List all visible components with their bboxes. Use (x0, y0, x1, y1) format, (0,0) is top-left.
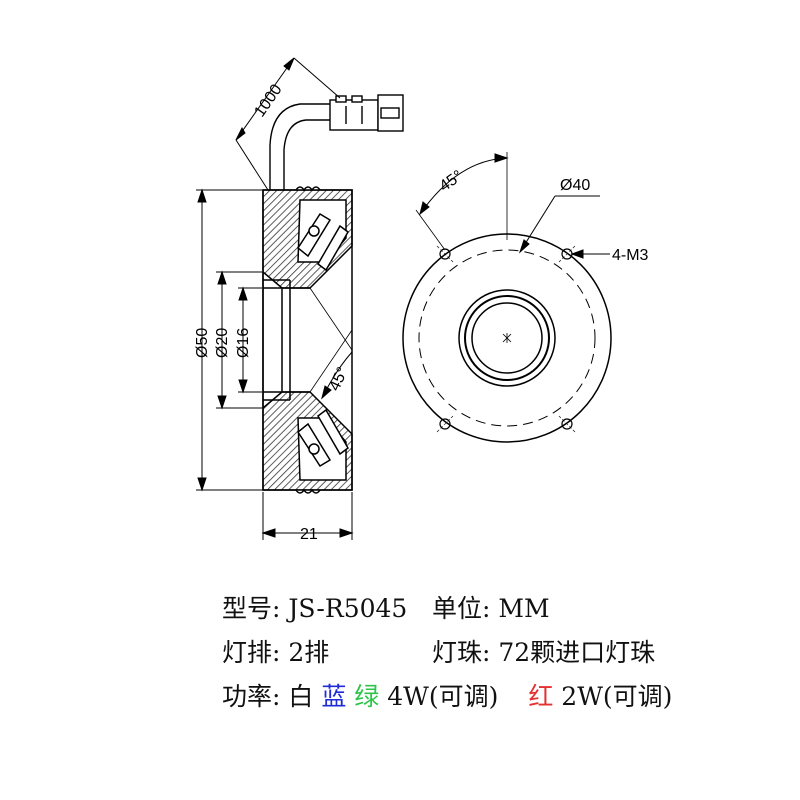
spec-power-green: 绿 (354, 682, 380, 711)
led-slot-bottom (297, 408, 349, 468)
dim-cable-length (235, 57, 341, 191)
spec-power-prefix: 功率: 白 (222, 682, 314, 711)
bore-inner (471, 302, 543, 374)
dim-front-angle (415, 152, 509, 251)
spec-power-red: 红 (528, 682, 554, 711)
spec-rows: 灯排: 2排 (222, 638, 330, 667)
spec-power-mid: 4W(可调) (387, 682, 499, 711)
dim-inner-diameter-20 (216, 270, 262, 410)
dim-holes (570, 249, 610, 259)
front-view (402, 233, 612, 443)
spec-row-1: 型号: JS-R5045 单位: MM (222, 596, 550, 621)
spec-row-2: 灯排: 2排 灯珠: 72颗进口灯珠 (222, 640, 655, 665)
dim-outer-diameter (196, 188, 262, 492)
cable (269, 103, 330, 190)
dim-bolt-circle (518, 195, 600, 254)
bolt-circle (418, 249, 596, 427)
dim-outer-diameter-label: Ø50 (194, 328, 211, 358)
spec-unit: 单位: MM (432, 594, 550, 623)
spec-row-3: 功率: 白 蓝 绿 4W(可调) 红 2W(可调) (222, 684, 672, 709)
side-section-view (262, 186, 353, 494)
spec-power-blue: 蓝 (321, 682, 347, 711)
spec-leds: 灯珠: 72颗进口灯珠 (432, 638, 656, 667)
dim-holes-label: 4-M3 (612, 247, 649, 264)
dim-side-angle-label: 45° (326, 365, 352, 394)
dim-width (261, 492, 354, 540)
bore-ring (464, 295, 550, 381)
dim-inner-diameter-16 (238, 286, 262, 394)
dim-side-angle (321, 351, 353, 400)
dim-inner-diameter-20-label: Ø20 (214, 328, 231, 358)
bore-outer (458, 289, 556, 387)
connector-plug (329, 94, 404, 132)
led-slot-top (297, 212, 349, 272)
dim-inner-diameter-16-label: Ø16 (235, 328, 252, 358)
dim-width-label: 21 (300, 526, 318, 543)
spec-power-end: 2W(可调) (561, 682, 673, 711)
spec-model: 型号: JS-R5045 (222, 594, 408, 623)
dim-bolt-circle-label: Ø40 (560, 177, 590, 194)
dim-front-angle-label: 45° (437, 167, 467, 195)
